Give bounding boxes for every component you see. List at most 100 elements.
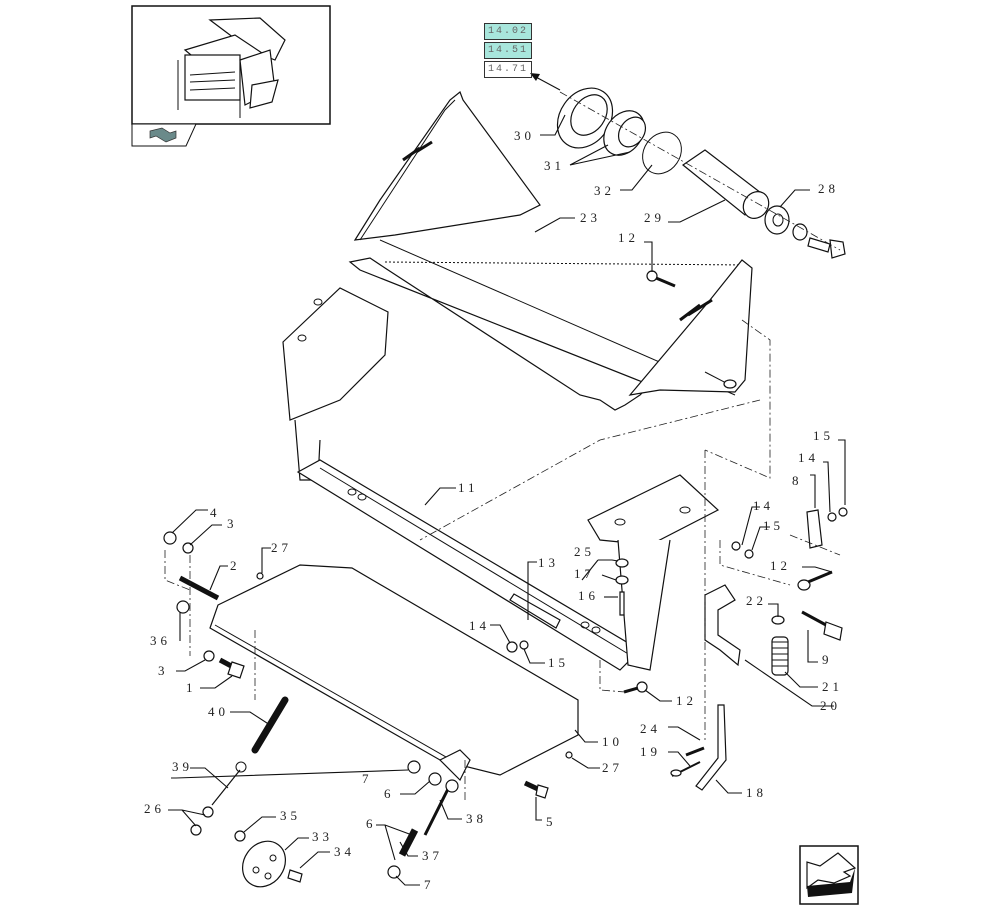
- leader-lines: [168, 114, 846, 886]
- part-left-bracket: [282, 287, 389, 481]
- part-23-plate: [348, 91, 749, 411]
- callout-3[interactable]: 3: [227, 516, 238, 531]
- callout-18[interactable]: 18: [746, 785, 767, 800]
- bolt-12-top: [646, 270, 676, 288]
- callout-15[interactable]: 15: [548, 655, 569, 670]
- part-support-bracket: [587, 474, 720, 671]
- callout-21[interactable]: 21: [822, 679, 843, 694]
- callout-33[interactable]: 33: [312, 829, 333, 844]
- callout-6[interactable]: 6: [384, 786, 395, 801]
- callout-12[interactable]: 12: [618, 230, 639, 245]
- part-24-pin: [685, 746, 705, 757]
- assembly-lines: [164, 319, 841, 800]
- part-33-disc: [242, 840, 286, 888]
- callout-14[interactable]: 14: [798, 450, 819, 465]
- callout-6[interactable]: 6: [366, 816, 377, 831]
- part-right-bracket: [628, 259, 753, 396]
- next-page-button[interactable]: [799, 845, 859, 905]
- part-32-circlip: [642, 131, 682, 175]
- previous-page-arrow-icon[interactable]: [149, 127, 177, 143]
- callout-28[interactable]: 28: [818, 181, 839, 196]
- plate-8: [806, 509, 823, 549]
- part-29-sleeve: [681, 149, 770, 219]
- callout-25[interactable]: 25: [574, 544, 595, 559]
- part-19-cotter: [670, 761, 701, 777]
- callout-22[interactable]: 22: [746, 593, 767, 608]
- callout-23[interactable]: 23: [580, 210, 601, 225]
- callout-35[interactable]: 35: [280, 808, 301, 823]
- callout-11[interactable]: 11: [458, 480, 479, 495]
- callout-24[interactable]: 24: [640, 721, 661, 736]
- callout-2[interactable]: 2: [230, 558, 241, 573]
- reference-links: 14.02 14.51 14.71: [484, 23, 532, 78]
- reference-link-14-02[interactable]: 14.02: [484, 23, 532, 40]
- callout-15[interactable]: 15: [813, 428, 834, 443]
- callout-34[interactable]: 34: [334, 844, 355, 859]
- washers-14-15-right: [731, 507, 848, 559]
- part-13-shaft: [506, 593, 561, 653]
- part-34-bolt: [287, 869, 303, 883]
- callout-13[interactable]: 13: [538, 555, 559, 570]
- reference-link-14-51[interactable]: 14.51: [484, 42, 532, 59]
- callout-7[interactable]: 7: [362, 771, 373, 786]
- callout-30[interactable]: 30: [514, 128, 535, 143]
- parts-7-6-nut-washer: [407, 760, 442, 786]
- part-9-bolt: [801, 610, 843, 641]
- callout-15[interactable]: 15: [763, 518, 784, 533]
- callout-39[interactable]: 39: [172, 759, 193, 774]
- part-37-spring: [398, 828, 419, 857]
- part-39-hook: [211, 761, 247, 806]
- callout-4[interactable]: 4: [210, 505, 221, 520]
- callout-9[interactable]: 9: [822, 652, 833, 667]
- machine-overview-icon: [177, 17, 286, 118]
- bolt-12-right: [797, 570, 833, 591]
- part-5-bolt: [523, 780, 549, 799]
- part-27-grease: [256, 572, 573, 759]
- callout-12[interactable]: 12: [770, 558, 791, 573]
- part-30-seal: [556, 87, 614, 149]
- callout-14[interactable]: 14: [469, 618, 490, 633]
- part-36-nut: [176, 600, 190, 614]
- callout-1[interactable]: 1: [186, 680, 197, 695]
- next-page-arrow-icon: [806, 852, 857, 897]
- callout-5[interactable]: 5: [546, 814, 557, 829]
- part-22-washer: [771, 615, 785, 625]
- callout-27[interactable]: 27: [602, 760, 623, 775]
- callout-40[interactable]: 40: [208, 704, 229, 719]
- callout-31[interactable]: 31: [544, 158, 565, 173]
- callout-10[interactable]: 10: [602, 734, 623, 749]
- callout-16[interactable]: 16: [578, 588, 599, 603]
- callout-29[interactable]: 29: [644, 210, 665, 225]
- callout-32[interactable]: 32: [594, 183, 615, 198]
- parts-25-17-16: [615, 558, 629, 616]
- part-38-rod: [423, 779, 459, 836]
- callout-38[interactable]: 38: [466, 811, 487, 826]
- callout-14[interactable]: 14: [753, 498, 774, 513]
- reference-arrow: [530, 73, 561, 91]
- callout-37[interactable]: 37: [422, 848, 443, 863]
- parts-4-3-nut-washer: [163, 531, 194, 554]
- callout-8[interactable]: 8: [792, 473, 803, 488]
- callout-36[interactable]: 36: [150, 633, 171, 648]
- part-10-tray: [209, 564, 579, 782]
- part-31-bearing: [603, 110, 647, 156]
- bolt-12-lower: [623, 681, 648, 694]
- callout-26[interactable]: 26: [144, 801, 165, 816]
- callout-3[interactable]: 3: [158, 663, 169, 678]
- callout-12[interactable]: 12: [676, 693, 697, 708]
- part-35-nut: [234, 830, 246, 842]
- callout-17[interactable]: 17: [574, 566, 595, 581]
- part-2-pin: [178, 575, 220, 601]
- overview-thumbnail[interactable]: [131, 5, 331, 147]
- bolt-top-right: [807, 237, 846, 259]
- callout-20[interactable]: 20: [820, 698, 841, 713]
- part-20-bracket: [704, 584, 741, 667]
- reference-link-14-71[interactable]: 14.71: [484, 61, 532, 78]
- part-1-bolt: [218, 657, 245, 679]
- callout-labels: 30 31 32 28 29 23 12 11 15 14 8 14 15 12…: [144, 128, 843, 892]
- callout-19[interactable]: 19: [640, 744, 661, 759]
- callout-27[interactable]: 27: [271, 540, 292, 555]
- part-3-washer-lower: [203, 650, 215, 662]
- callout-7[interactable]: 7: [424, 877, 435, 892]
